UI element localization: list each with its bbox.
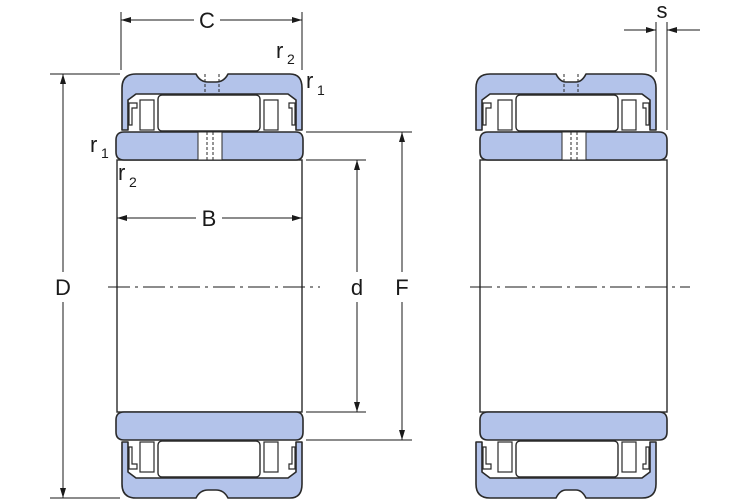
inner-ring-body-right xyxy=(479,159,668,413)
inner-ring-body xyxy=(116,159,303,413)
dimensions xyxy=(50,12,700,499)
svg-text:r: r xyxy=(276,38,283,63)
label-F: F xyxy=(395,275,408,300)
label-s: s xyxy=(657,0,668,23)
outer-ring-top-right xyxy=(475,73,657,131)
roller-top xyxy=(157,94,261,132)
seal-bottom-left xyxy=(128,446,138,470)
svg-text:r: r xyxy=(90,132,97,157)
outer-ring-bottom xyxy=(121,441,303,499)
svg-text:1: 1 xyxy=(101,145,109,161)
roller-bottom-right xyxy=(515,440,619,478)
lube-hole-flange-top xyxy=(197,131,223,161)
label-B: B xyxy=(202,206,217,231)
inner-ring-flange-bottom-right xyxy=(479,411,668,441)
lube-hole-flange-top-right xyxy=(561,131,587,161)
outer-ring-bottom-right xyxy=(475,441,657,499)
cage-bottom-left xyxy=(139,441,155,473)
seal-top-left xyxy=(128,102,138,126)
label-r2-top: r 2 xyxy=(276,38,295,67)
cage-bottom-right xyxy=(263,441,279,473)
label-d: d xyxy=(351,275,363,300)
label-r1-top: r 1 xyxy=(306,68,325,98)
label-C: C xyxy=(199,8,215,33)
roller-bottom xyxy=(157,440,261,478)
label-r1-left: r 1 xyxy=(90,132,109,161)
outer-ring-top xyxy=(121,73,303,131)
label-r2-left: r 2 xyxy=(118,160,137,190)
cage-top-right xyxy=(263,99,279,131)
inner-ring-flange-bottom xyxy=(115,411,304,441)
right-view xyxy=(470,73,690,499)
left-view xyxy=(108,73,320,499)
label-D: D xyxy=(55,275,71,300)
cage-top-left xyxy=(139,99,155,131)
seal-bottom-right xyxy=(288,446,296,470)
svg-text:1: 1 xyxy=(317,82,325,98)
svg-text:r: r xyxy=(118,160,125,185)
svg-text:2: 2 xyxy=(287,51,295,67)
roller-top-right xyxy=(515,94,619,132)
seal-top-right xyxy=(288,102,296,126)
svg-text:r: r xyxy=(306,68,313,93)
svg-text:2: 2 xyxy=(129,174,137,190)
